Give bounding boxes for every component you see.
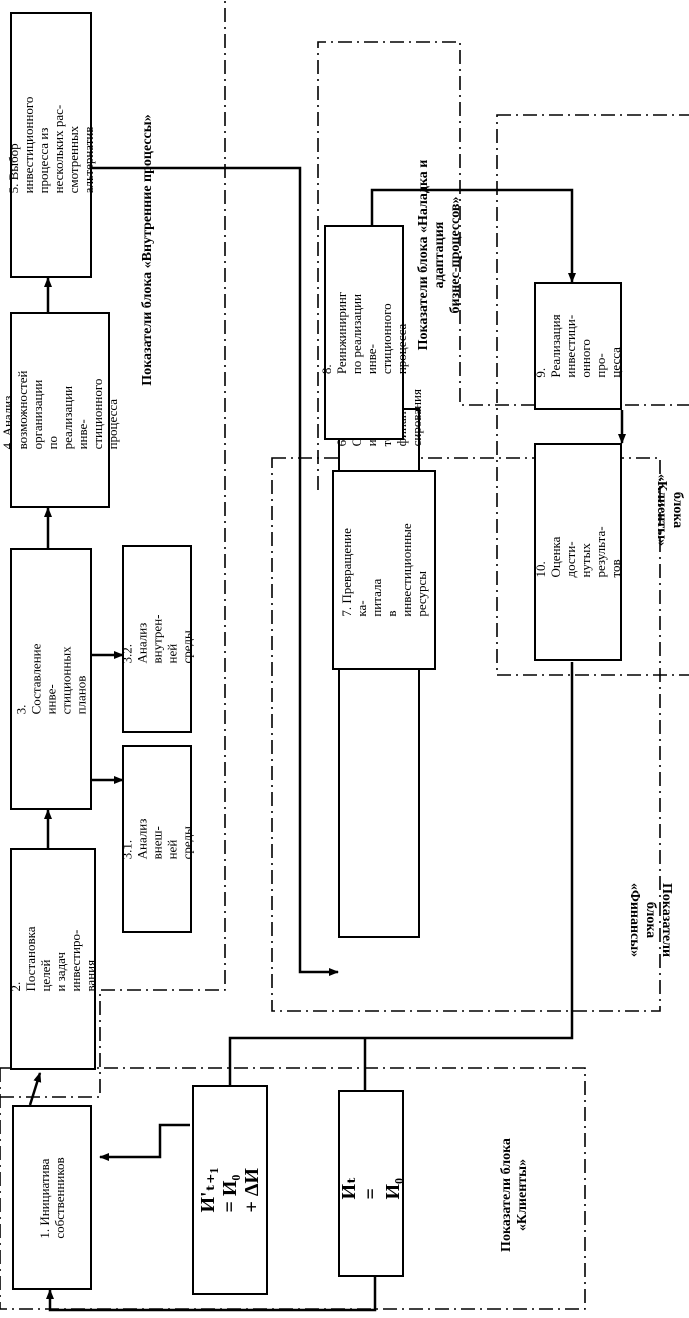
arrow-8-to-9 — [370, 188, 576, 283]
step-10-text: 10. Оценка дости- нутых результа- тов — [533, 526, 623, 578]
step-3-1-text: 3.1. Анализ внеш- ней среды — [119, 818, 195, 860]
arrow-f2-to-1 — [46, 1275, 377, 1312]
step-1-box: 1. Инициатива собственников — [12, 1105, 92, 1290]
arrow-1-to-2 — [28, 1072, 42, 1106]
arrow-f1-to-1 — [99, 1123, 190, 1161]
step-7-box: 7. Превращение ка- питала в инвестиционн… — [332, 470, 436, 670]
region-border-finance — [271, 457, 661, 1012]
step-2-text: 2. Постановка целей и задач инвестиро- в… — [8, 926, 98, 992]
region-border-clients-right — [496, 114, 689, 676]
step-4-text: 4. Анализ возможностей организации по ре… — [0, 370, 120, 450]
label-finance: Показатели блока «Финансы» — [627, 882, 674, 958]
formula-it1-box: И'ₜ₊₁ = И₀ + ΔИ — [192, 1085, 268, 1295]
step-8-text: 8. Реинжиниринг по реализации инве- стиц… — [319, 291, 409, 374]
label-adaptation: Показатели блока «Наладка и адаптация би… — [416, 159, 463, 351]
step-4-box: 4. Анализ возможностей организации по ре… — [0, 312, 120, 508]
arrow-5-to-6 — [92, 166, 339, 976]
label-clients-right: Показатели блока «Клиенты» — [654, 472, 689, 548]
region-border-internal — [0, 0, 226, 1098]
formula-it-text: Иₜ = И₀ — [338, 1176, 404, 1199]
step-3-2-box: 3.2. Анализ внутрен- ней среды — [119, 545, 195, 733]
step-3-box: 3. Составление инве- стиционных планов — [10, 548, 92, 810]
formula-it-box: Иₜ = И₀ — [338, 1090, 404, 1277]
step-10-box: 10. Оценка дости- нутых результа- тов — [533, 443, 623, 661]
step-5-text: 5. Выбор инвестиционного процесса из нес… — [6, 96, 96, 194]
step-5-box: 5. Выбор инвестиционного процесса из нес… — [6, 12, 96, 278]
step-3-1-box: 3.1. Анализ внеш- ней среды — [119, 745, 195, 933]
step-8-box: 8. Реинжиниринг по реализации инве- стиц… — [319, 225, 409, 440]
step-2-box: 2. Постановка целей и задач инвестиро- в… — [8, 848, 98, 1070]
step-3-text: 3. Составление инве- стиционных планов — [13, 643, 89, 715]
region-border-adaptation — [317, 41, 689, 490]
step-1-text: 1. Инициатива собственников — [37, 1156, 67, 1239]
label-clients-bottom: Показатели блока «Клиенты» — [499, 1138, 530, 1252]
arrow-10-to-formulas — [226, 662, 574, 1101]
step-9-text: 9. Реализация инвестици- онного про- цес… — [533, 314, 623, 378]
step-3-2-text: 3.2. Анализ внутрен- ней среды — [119, 614, 195, 664]
step-7-text: 7. Превращение ка- питала в инвестиционн… — [339, 523, 429, 617]
label-internal-processes: Показатели блока «Внутренние процессы» — [140, 114, 155, 386]
formula-it1-text: И'ₜ₊₁ = И₀ + ΔИ — [197, 1167, 263, 1213]
step-9-box: 9. Реализация инвестици- онного про- цес… — [533, 282, 623, 410]
